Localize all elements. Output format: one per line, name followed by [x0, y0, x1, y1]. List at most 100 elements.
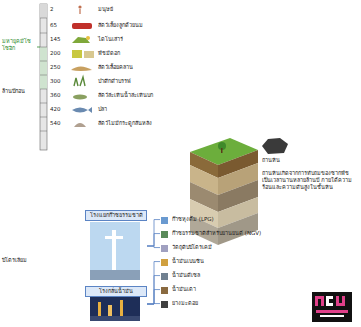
age-number: 145	[50, 36, 68, 43]
refinery-box: โรงกลั่นน้ำมัน	[85, 286, 147, 322]
refinery-photo	[90, 297, 140, 321]
node-text: โรงแยกก๊าซธรรมชาติ	[85, 210, 147, 221]
gas-plant-box: โรงแยกก๊าซธรรมชาติ	[85, 210, 147, 282]
age-number: 200	[50, 50, 68, 57]
node-text: น้ำมันเตา	[172, 286, 196, 293]
refinery-photo-part	[90, 297, 140, 321]
life-icons-part	[84, 51, 94, 58]
product-item: ก๊าซหุงต้ม (LPG)	[160, 216, 214, 223]
node-text: น้ำมันดีเซล	[172, 272, 200, 279]
product-item: ก๊าซธรรมชาติสำหรับยานยนต์ (NGV)	[160, 230, 261, 237]
product-icons-part	[161, 273, 168, 280]
bracket-connector	[147, 262, 160, 304]
life-label: สัตว์สะเทินน้ำสะเทินบก	[98, 92, 188, 99]
logo-part	[318, 296, 321, 299]
life-label: ปลา	[98, 106, 188, 113]
product-icons-part	[161, 259, 168, 266]
era-label: มหายุคมีโซโซอิก	[2, 38, 37, 52]
gas-plant-photo-part	[90, 222, 140, 280]
time-column	[37, 4, 47, 150]
age-number: 65	[50, 22, 68, 29]
life-icons	[71, 5, 94, 127]
product-item: ยางมะตอย	[160, 300, 198, 307]
rock-block-part	[218, 213, 258, 245]
refinery-photo-part	[90, 316, 140, 321]
age-number: 300	[50, 78, 68, 85]
age-number: 2	[50, 6, 68, 13]
life-icons-part	[73, 95, 87, 100]
age-number: 360	[50, 92, 68, 99]
source-label: ปิโตรเลียม	[2, 257, 62, 264]
time-column-part	[40, 103, 47, 104]
logo-part	[315, 296, 318, 306]
time-column-part	[40, 131, 47, 132]
product-icons-part	[161, 217, 168, 224]
bracket-connector	[147, 246, 160, 248]
node-text: น้ำมันเบนซิน	[172, 258, 204, 265]
time-column-part	[37, 47, 40, 48]
gas-plant-photo-part	[105, 236, 123, 239]
time-column-part	[40, 4, 47, 150]
logo-part	[326, 299, 329, 303]
product-item: น้ำมันเตา	[160, 286, 196, 293]
rock-block	[190, 138, 258, 245]
life-icons-part	[71, 67, 92, 72]
logo-part	[321, 296, 324, 306]
life-icons-part	[86, 36, 90, 40]
life-label: ไดโนเสาร์	[98, 36, 188, 43]
note-text: ถ่านหินเกิดจากการทับถมของซากพืชเป็นเวลาน…	[262, 170, 354, 191]
life-icons-part	[72, 23, 92, 29]
logo-part	[326, 296, 333, 299]
life-icons-part	[72, 37, 90, 43]
logo	[312, 292, 352, 322]
time-column-part	[40, 89, 47, 90]
life-icons-part	[72, 107, 92, 113]
gas-plant-photo-part	[90, 270, 140, 280]
life-icons-part	[72, 50, 82, 58]
product-icons-part	[161, 231, 168, 238]
life-icons-part	[78, 5, 81, 8]
time-column-part	[40, 33, 47, 34]
node-text: ก๊าซหุงต้ม (LPG)	[172, 216, 214, 223]
product-item: วัตถุดิบปิโตรเคมี	[160, 244, 212, 251]
product-item: น้ำมันดีเซล	[160, 272, 200, 279]
logo-part	[316, 310, 348, 313]
time-column-part	[40, 18, 47, 19]
life-icons-part	[74, 77, 85, 86]
age-number: 540	[50, 120, 68, 127]
bracket-connector	[147, 276, 160, 304]
product-item: น้ำมันเบนซิน	[160, 258, 204, 265]
node-text: ยางมะตอย	[172, 300, 198, 307]
coal-label: ถ่านหิน	[262, 157, 307, 164]
time-column-part	[40, 47, 47, 48]
gas-plant-photo	[90, 222, 140, 280]
axis-label: ล้านปีก่อน	[2, 88, 37, 95]
life-label: มนุษย์	[98, 6, 188, 13]
rock-block-part	[221, 148, 223, 153]
life-label: สัตว์ไม่มีกระดูกสันหลัง	[98, 120, 188, 127]
node-text: วัตถุดิบปิโตรเคมี	[172, 244, 212, 251]
coal-lump-part	[262, 138, 288, 154]
logo-part	[320, 315, 344, 317]
product-icons	[161, 217, 168, 308]
age-number: 420	[50, 106, 68, 113]
node-text: ก๊าซธรรมชาติสำหรับยานยนต์ (NGV)	[172, 230, 261, 237]
product-icons-part	[161, 301, 168, 308]
life-icons-part	[74, 123, 86, 127]
life-label: สัตว์เลี้ยงลูกด้วยนม	[98, 22, 188, 29]
logo-part	[336, 303, 345, 306]
logo-part	[312, 292, 352, 322]
product-icons-part	[161, 245, 168, 252]
life-label: พืชมีดอก	[98, 50, 188, 57]
bracket-connector	[147, 234, 160, 246]
life-icons-part	[79, 9, 80, 14]
refinery-photo-part	[98, 302, 101, 318]
time-column-part	[40, 4, 47, 18]
coal-lump	[262, 138, 288, 154]
node-text: โรงกลั่นน้ำมัน	[85, 286, 147, 297]
logo-part	[326, 303, 333, 306]
time-column-part	[40, 61, 47, 62]
life-label: สัตว์เลื้อยคลาน	[98, 64, 188, 71]
bracket-connector	[147, 303, 160, 304]
bracket-connector	[147, 290, 160, 304]
